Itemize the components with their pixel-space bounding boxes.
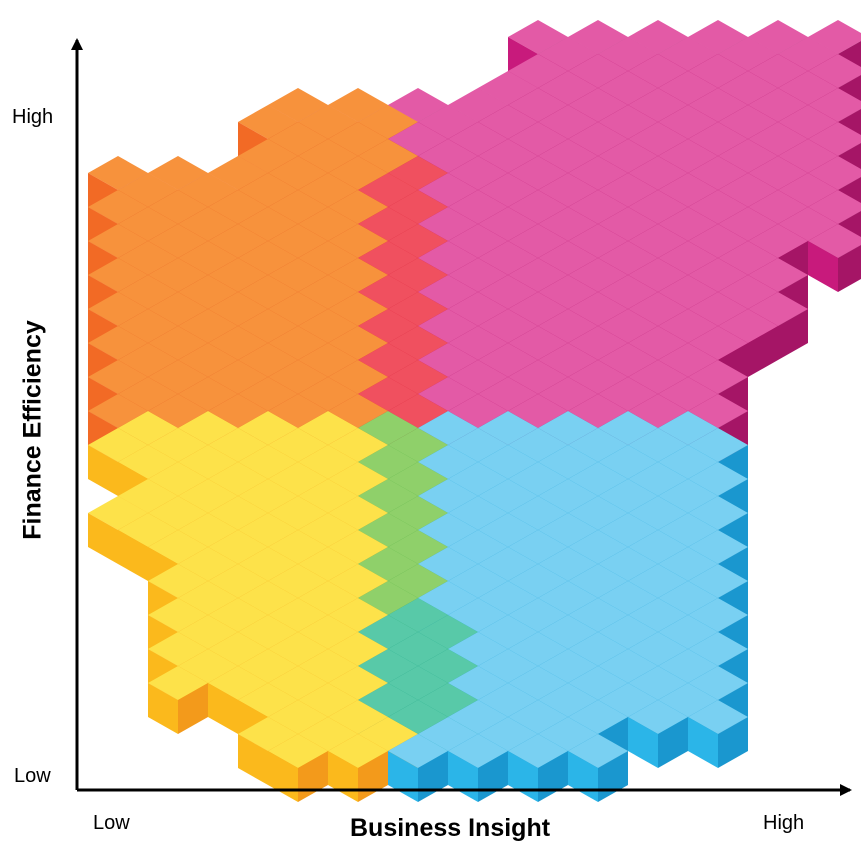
iso-cube bbox=[808, 224, 861, 292]
x-axis-title: Business Insight bbox=[350, 814, 551, 842]
iso-cube bbox=[628, 700, 688, 768]
y-axis-low-label: Low bbox=[14, 765, 51, 787]
iso-cube bbox=[688, 700, 748, 768]
x-axis-low-label: Low bbox=[93, 812, 130, 834]
isometric-block-mosaic bbox=[88, 20, 861, 802]
y-axis-title: Finance Efficiency bbox=[18, 320, 47, 540]
y-axis-high-label: High bbox=[12, 106, 54, 128]
x-axis-high-label: High bbox=[763, 812, 805, 834]
iso-cube bbox=[148, 666, 208, 734]
